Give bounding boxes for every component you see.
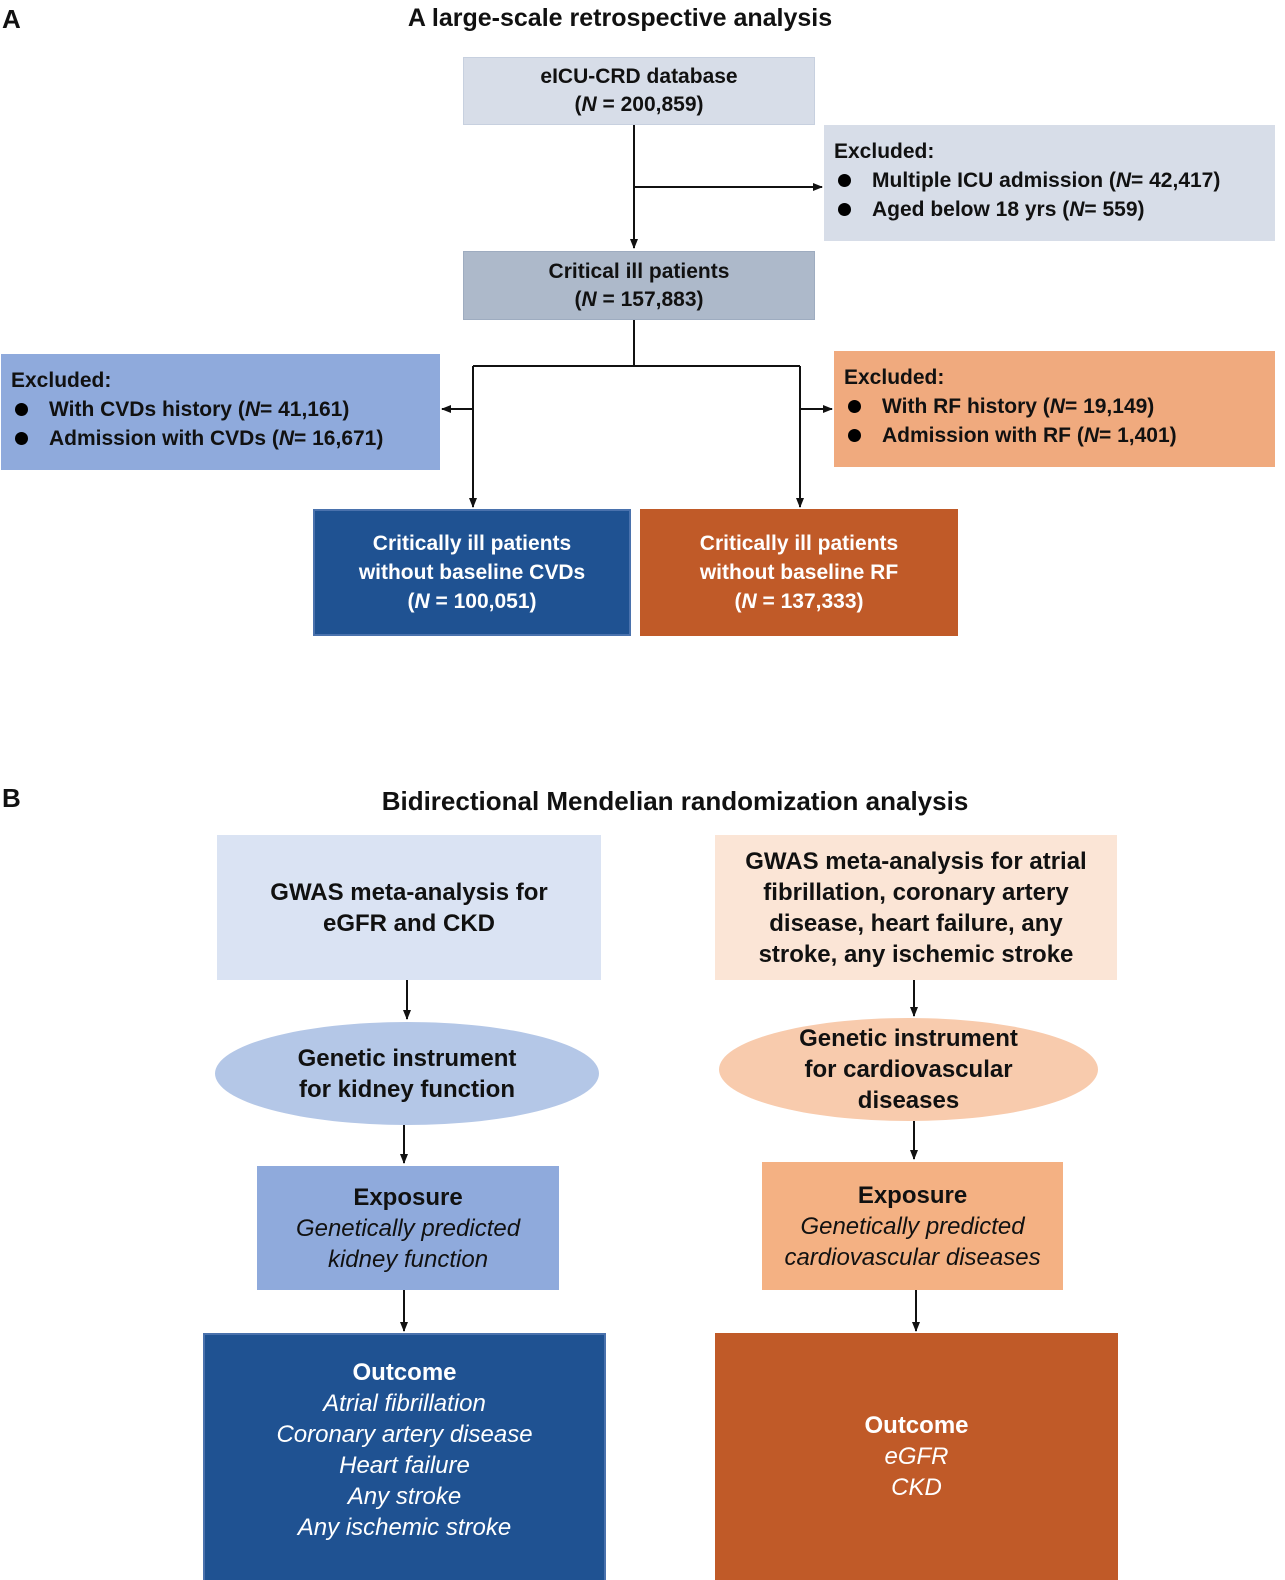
outcome-cvd-box: Outcome Atrial fibrillation Coronary art… (203, 1333, 606, 1580)
gwas-cvd-line: disease, heart failure, any (769, 909, 1063, 937)
panel-a-title: A large-scale retrospective analysis (407, 4, 833, 32)
final-cvd-box: Critically ill patients without baseline… (313, 509, 631, 636)
excluded-heading: Excluded: (844, 366, 945, 389)
critical-patients-label: Critical ill patients (548, 259, 730, 283)
instrument-kidney-ellipse: Genetic instrument for kidney function (215, 1022, 599, 1125)
exposure-line: Genetically predicted (800, 1212, 1025, 1240)
final-rf-line: Critically ill patients (699, 532, 899, 555)
critical-patients-box: Critical ill patients (N = 157,883) (463, 251, 815, 320)
instrument-cvd-ellipse: Genetic instrument for cardiovascular di… (719, 1018, 1098, 1121)
panel-a-letter: A (2, 4, 21, 34)
outcome-line: Heart failure (339, 1452, 470, 1479)
gwas-kidney-box: GWAS meta-analysis for eGFR and CKD (217, 835, 601, 980)
excluded-item: Aged below 18 yrs (N = 559) (834, 195, 1265, 224)
exposure-line: cardiovascular diseases (784, 1243, 1041, 1271)
outcome-line: Coronary artery disease (276, 1421, 533, 1448)
final-cvd-count: (N = 100,051) (407, 590, 537, 613)
instrument-kidney-line: Genetic instrument (297, 1044, 517, 1072)
excluded-heading: Excluded: (834, 140, 935, 163)
outcome-line: Atrial fibrillation (323, 1390, 486, 1417)
excluded-item: With CVDs history (N = 41,161) (11, 395, 430, 424)
outcome-title: Outcome (864, 1412, 969, 1439)
exposure-line: kidney function (327, 1245, 489, 1273)
gwas-cvd-line: GWAS meta-analysis for atrial (745, 847, 1087, 875)
bullet-icon (15, 432, 28, 445)
final-cvd-line: Critically ill patients (372, 532, 572, 555)
exposure-title: Exposure (353, 1183, 463, 1211)
final-cvd-line: without baseline CVDs (358, 561, 586, 584)
exposure-title: Exposure (857, 1181, 968, 1209)
exposure-kidney-box: Exposure Genetically predicted kidney fu… (257, 1166, 559, 1290)
database-box: eICU-CRD database (N = 200,859) (463, 57, 815, 125)
critical-patients-count: (N = 157,883) (574, 287, 704, 311)
bullet-icon (838, 174, 851, 187)
final-rf-line: without baseline RF (699, 561, 899, 584)
bullet-icon (848, 429, 861, 442)
instrument-kidney-line: for kidney function (299, 1075, 515, 1103)
excluded-heading: Excluded: (11, 369, 112, 392)
database-label: eICU-CRD database (540, 65, 738, 88)
final-rf-box: Critically ill patients without baseline… (640, 509, 958, 636)
panel-b-letter: B (2, 783, 21, 813)
final-rf-count: (N = 137,333) (734, 590, 864, 613)
database-count: (N = 200,859) (574, 93, 704, 116)
excluded-item: With RF history (N = 19,149) (844, 392, 1265, 421)
exposure-cvd-box: Exposure Genetically predicted cardiovas… (762, 1162, 1063, 1290)
instrument-cvd-line: Genetic instrument (799, 1025, 1018, 1052)
gwas-cvd-line: fibrillation, coronary artery (763, 878, 1069, 906)
excluded-box-top: Excluded: Multiple ICU admission (N = 42… (824, 125, 1275, 241)
bullet-icon (838, 203, 851, 216)
gwas-cvd-line: stroke, any ischemic stroke (758, 940, 1074, 968)
excluded-item: Admission with RF (N = 1,401) (844, 421, 1265, 450)
exposure-line: Genetically predicted (295, 1214, 521, 1242)
excluded-item: Multiple ICU admission (N = 42,417) (834, 166, 1265, 195)
excluded-box-rf: Excluded: With RF history (N = 19,149) A… (834, 351, 1275, 467)
gwas-cvd-box: GWAS meta-analysis for atrial fibrillati… (715, 835, 1117, 980)
instrument-cvd-line: diseases (857, 1087, 960, 1114)
excluded-item: Admission with CVDs (N = 16,671) (11, 424, 430, 453)
outcome-title: Outcome (352, 1359, 457, 1386)
gwas-kidney-line: GWAS meta-analysis for (270, 878, 548, 906)
instrument-cvd-line: for cardiovascular (804, 1056, 1013, 1083)
outcome-line: eGFR (884, 1443, 949, 1470)
excluded-box-cvd: Excluded: With CVDs history (N = 41,161)… (1, 354, 440, 470)
outcome-line: Any ischemic stroke (297, 1514, 512, 1541)
gwas-kidney-line: eGFR and CKD (322, 909, 495, 937)
bullet-icon (848, 400, 861, 413)
bullet-icon (15, 403, 28, 416)
panel-b-title: Bidirectional Mendelian randomization an… (381, 786, 969, 816)
outcome-line: CKD (891, 1474, 942, 1501)
outcome-line: Any stroke (347, 1483, 462, 1510)
outcome-kidney-box: Outcome eGFR CKD (715, 1333, 1118, 1580)
